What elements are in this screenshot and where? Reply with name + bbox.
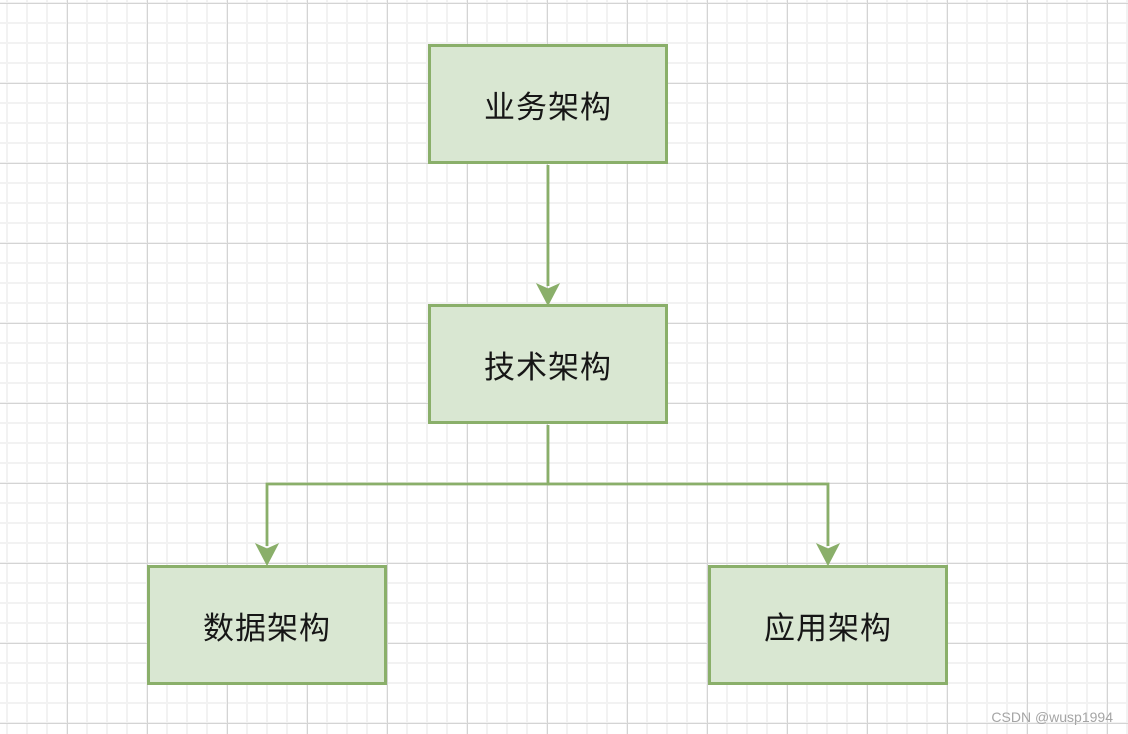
arrowhead-down-icon [535,282,561,307]
connector-business-to-technical [535,165,561,307]
node-label: 技术架构 [484,349,612,385]
watermark: CSDN @wusp1994 [991,709,1113,725]
node-technical-architecture: 技术架构 [428,304,668,424]
node-label: 数据架构 [203,610,331,646]
connector-technical-to-application [548,482,841,567]
arrowhead-down-icon [254,542,280,567]
node-business-architecture: 业务架构 [428,44,668,164]
arrowhead-down-icon [815,542,841,567]
node-label: 业务架构 [484,89,612,125]
node-label: 应用架构 [764,610,892,646]
connector-technical-to-data [254,425,550,567]
node-application-architecture: 应用架构 [708,565,948,685]
node-data-architecture: 数据架构 [147,565,387,685]
